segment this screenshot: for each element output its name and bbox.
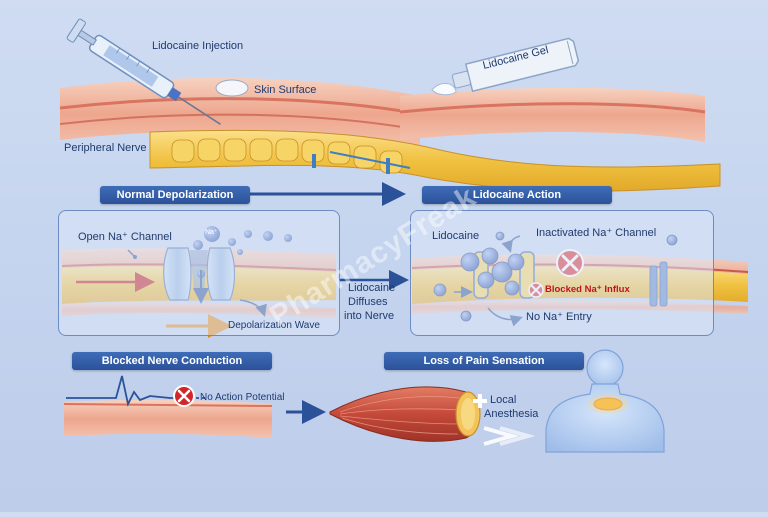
no-na-entry-label: No Na⁺ Entry <box>526 311 592 323</box>
skin-surface-disc <box>215 79 249 97</box>
top-skin-right <box>399 87 706 142</box>
peripheral-nerve-label: Peripheral Nerve <box>64 142 147 154</box>
no-action-potential-x <box>173 385 195 407</box>
inactivated-na-channel-label: Inactivated Na⁺ Channel <box>536 227 657 239</box>
peripheral-nerve-bundle <box>149 129 721 192</box>
loss-of-pain-sensation-banner: Loss of Pain Sensation <box>384 352 584 370</box>
blocked-nerve-conduction-banner: Blocked Nerve Conduction <box>72 352 272 370</box>
depolarization-wave-label: Depolarization Wave <box>228 320 320 331</box>
no-action-potential-label: No Action Potential <box>200 392 285 403</box>
local-anesthesia-line2: Anesthesia <box>484 408 539 420</box>
normal-depolarization-panel <box>58 210 340 336</box>
lidocaine-action-panel <box>410 210 714 336</box>
normal-depolarization-banner: Normal Depolarization <box>100 186 250 204</box>
action-potential-trace <box>66 375 184 407</box>
lidocaine-diffuses-line1: Lidocaine <box>348 282 396 294</box>
bottom-nerve <box>63 399 273 438</box>
open-na-channel-label: Open Na⁺ Channel <box>78 231 172 243</box>
gel-tube <box>431 37 580 96</box>
muscle-bundle <box>329 386 481 442</box>
lidocaine-diffuses-line2: Diffuses <box>348 296 388 308</box>
syringe <box>66 18 221 125</box>
body-silhouette <box>545 349 665 453</box>
local-anesthesia-line1: Local <box>490 394 517 406</box>
lidocaine-diffuses-line3: into Nerve <box>344 310 395 322</box>
chevron-arrows <box>483 426 536 446</box>
lidocaine-injection-label: Lidocaine Injection <box>152 40 244 52</box>
na-ion-label: Na⁺ <box>205 229 218 236</box>
plus-icon <box>473 394 487 408</box>
lidocaine-label: Lidocaine <box>432 230 480 242</box>
lidocaine-action-banner: Lidocaine Action <box>422 186 612 204</box>
skin-surface-label: Skin Surface <box>254 84 317 96</box>
blocked-na-influx-label: Blocked Na⁺ Influx <box>545 284 630 295</box>
